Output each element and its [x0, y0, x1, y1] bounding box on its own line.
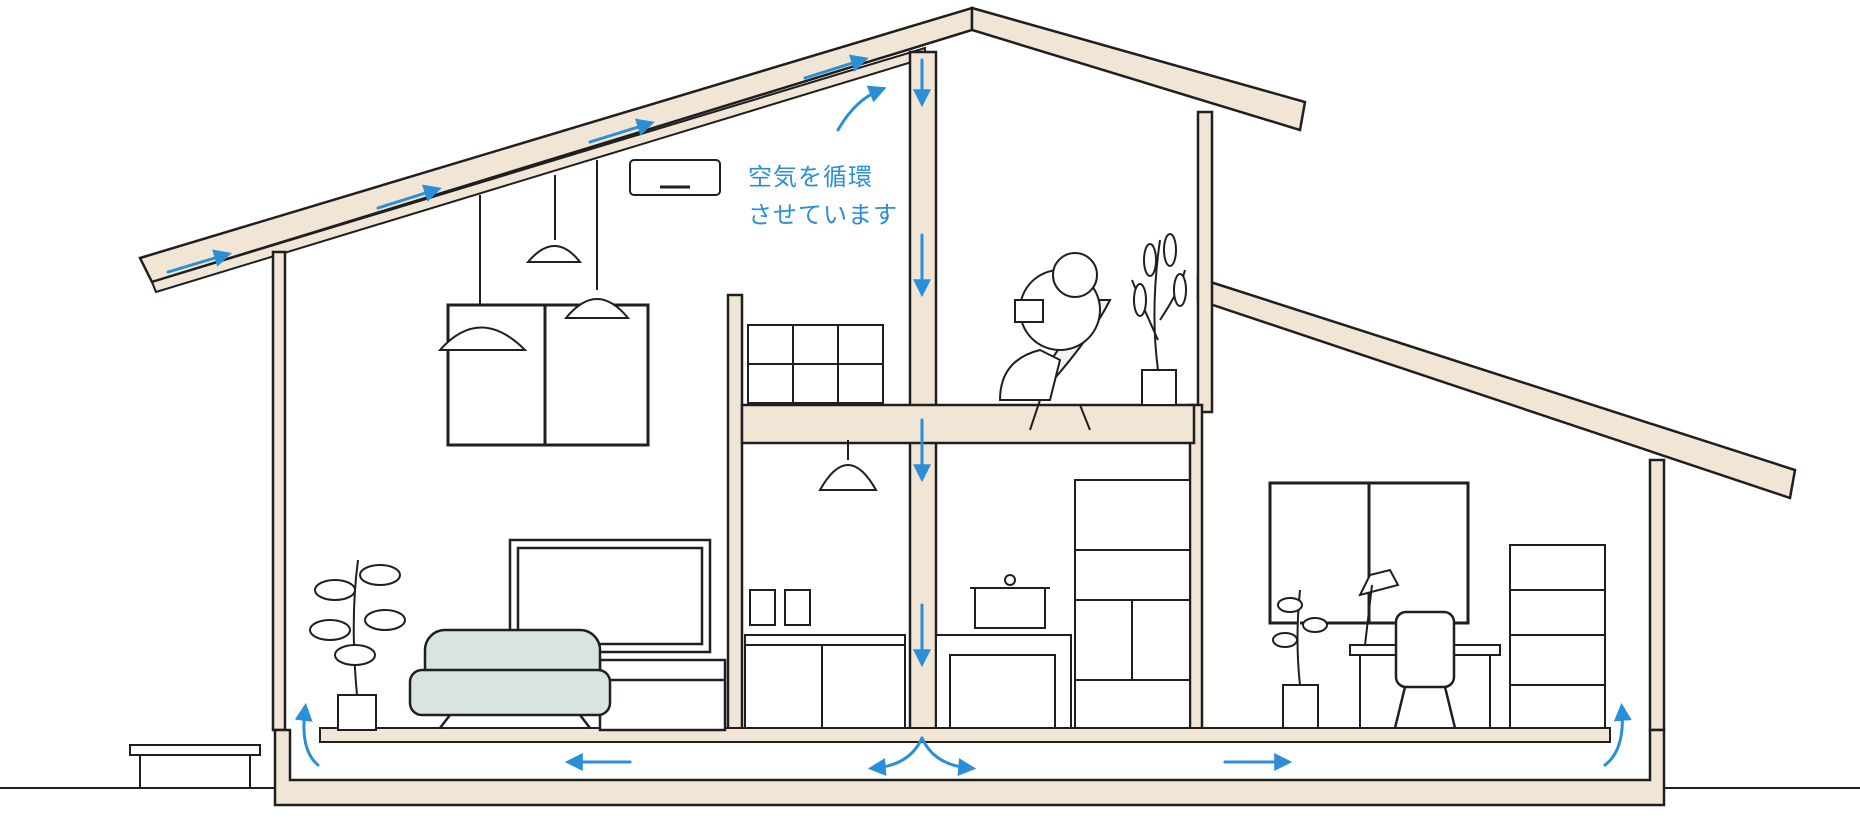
bookshelf-icon	[1074, 479, 1191, 729]
plant-icon	[309, 559, 406, 731]
caption-line-2: させています	[748, 201, 898, 229]
bookshelf-icon	[747, 324, 884, 404]
caption-line-1: 空気を循環	[748, 163, 873, 191]
bookshelf-icon	[1509, 544, 1606, 729]
pendant-lamp-icon	[437, 160, 878, 491]
plant-icon	[1272, 589, 1328, 729]
plant-icon	[1131, 233, 1187, 406]
bear-reading-icon	[998, 252, 1112, 431]
kitchen-counter	[744, 589, 906, 729]
loft-floor	[740, 403, 1196, 445]
cooking-pot-icon	[935, 574, 1072, 729]
airflow-arrows	[166, 54, 1632, 777]
airflow-caption: 空気を循環 させています	[748, 158, 898, 234]
study-window	[1268, 481, 1470, 625]
garden-bench	[129, 744, 261, 788]
walls	[271, 50, 1666, 734]
foundation	[273, 727, 1666, 807]
desk-lamp-icon	[1358, 568, 1400, 646]
sofa-icon	[408, 628, 612, 729]
air-conditioner-icon	[629, 159, 721, 196]
upper-window	[446, 303, 650, 447]
chair-icon	[1393, 610, 1457, 729]
